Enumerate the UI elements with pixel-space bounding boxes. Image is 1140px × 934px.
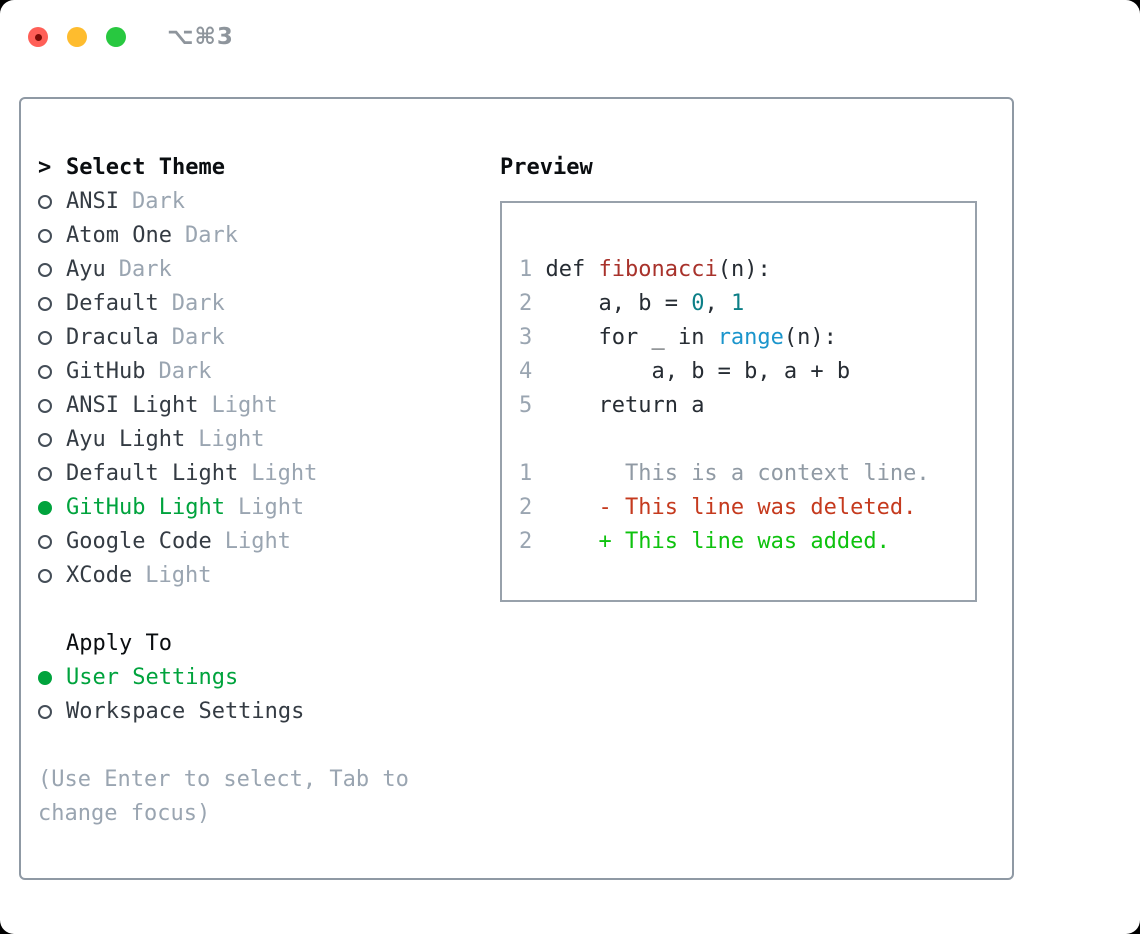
radio-icon [38,535,52,549]
line-number: 1 [519,257,533,282]
radio-icon [38,297,52,311]
theme-option-github-light[interactable]: GitHub Light Light [38,491,409,525]
theme-variant: Dark [184,223,238,248]
theme-option-ayu-light[interactable]: Ayu Light Light [38,423,409,457]
select-theme-header: > Select Theme [38,151,409,185]
preview-box: 1 def fibonacci(n): 2 a, b = 0, 1 3 for … [500,201,977,602]
theme-option-default-light[interactable]: Default Light Light [38,457,409,491]
theme-variant: Dark [131,189,185,214]
theme-name: Google Code [66,529,212,554]
theme-variant: Dark [118,257,172,282]
window-title: ⌥⌘3 [167,24,234,50]
line-number: 2 [519,529,533,554]
theme-list: > Select Theme ANSI Dark Atom One Dark A… [38,151,409,831]
divider [38,593,409,627]
theme-name: GitHub [66,359,146,384]
theme-name: Default Light [66,461,239,486]
line-number: 5 [519,393,533,418]
traffic-lights [28,27,126,47]
help-text: (Use Enter to select, Tab to change focu… [38,763,409,831]
code-line: 1 def fibonacci(n): [519,257,771,282]
theme-variant: Light [211,393,278,418]
line-number: 2 [519,291,533,316]
unsaved-indicator-icon [34,33,42,41]
prompt-icon: > [38,155,52,180]
number-token: 1 [730,291,745,316]
apply-option-label: Workspace Settings [66,699,305,724]
theme-option-ansi-dark[interactable]: ANSI Dark [38,185,409,219]
radio-selected-icon [38,671,52,685]
number-token: 0 [691,291,705,316]
builtin-token: range [717,325,784,350]
theme-option-ayu-dark[interactable]: Ayu Dark [38,253,409,287]
diff-context-line: 1 This is a context line. [519,461,930,486]
radio-icon [38,399,52,413]
theme-option-dracula-dark[interactable]: Dracula Dark [38,321,409,355]
apply-option-label: User Settings [66,665,239,690]
apply-to-title: Apply To [66,631,172,656]
theme-option-github-dark[interactable]: GitHub Dark [38,355,409,389]
theme-name: Default [66,291,159,316]
radio-icon [38,467,52,481]
line-number: 1 [519,461,533,486]
blank-line [519,423,961,457]
theme-name: XCode [66,563,133,588]
theme-name: Ayu Light [66,427,186,452]
apply-to-header: Apply To [38,627,409,661]
theme-option-xcode-light[interactable]: XCode Light [38,559,409,593]
radio-icon [38,331,52,345]
preview-title: Preview [500,155,593,180]
code-line: 2 a, b = 0, 1 [519,291,745,316]
theme-name: Ayu [66,257,106,282]
close-button[interactable] [28,27,48,47]
diff-added-line: 2 + This line was added. [519,529,890,554]
diff-deleted-line: 2 - This line was deleted. [519,495,917,520]
zoom-button[interactable] [106,27,126,47]
theme-name: Atom One [66,223,172,248]
select-theme-title: Select Theme [66,155,225,180]
theme-name: Dracula [66,325,159,350]
theme-variant: Dark [158,359,212,384]
theme-option-atom-one-dark[interactable]: Atom One Dark [38,219,409,253]
line-number: 4 [519,359,533,384]
radio-icon [38,263,52,277]
line-number: 2 [519,495,533,520]
radio-icon [38,569,52,583]
theme-variant: Light [237,495,305,520]
theme-variant: Light [224,529,291,554]
preview-pane: Preview 1 def fibonacci(n): 2 a, b = 0, … [500,151,977,602]
theme-variant: Light [198,427,265,452]
theme-option-ansi-light[interactable]: ANSI Light Light [38,389,409,423]
radio-icon [38,229,52,243]
radio-selected-icon [38,501,52,515]
radio-icon [38,433,52,447]
radio-icon [38,195,52,209]
theme-option-default-dark[interactable]: Default Dark [38,287,409,321]
apply-option-workspace-settings[interactable]: Workspace Settings [38,695,409,729]
theme-name: ANSI Light [66,393,199,418]
theme-name: ANSI [66,189,119,214]
divider [38,729,409,763]
code-line: 4 a, b = b, a + b [519,359,851,384]
theme-name: GitHub Light [66,495,225,520]
theme-variant: Dark [171,291,225,316]
line-number: 3 [519,325,533,350]
apply-option-user-settings[interactable]: User Settings [38,661,409,695]
help-line: change focus) [38,801,211,826]
theme-variant: Light [251,461,318,486]
radio-icon [38,365,52,379]
theme-picker-panel: > Select Theme ANSI Dark Atom One Dark A… [19,97,1014,880]
help-line: (Use Enter to select, Tab to [38,767,409,792]
function-token: fibonacci [598,257,718,282]
theme-variant: Light [145,563,212,588]
theme-variant: Dark [171,325,225,350]
theme-option-google-code-light[interactable]: Google Code Light [38,525,409,559]
minimize-button[interactable] [67,27,87,47]
radio-icon [38,705,52,719]
code-line: 5 return a [519,393,705,418]
code-line: 3 for _ in range(n): [519,325,837,350]
